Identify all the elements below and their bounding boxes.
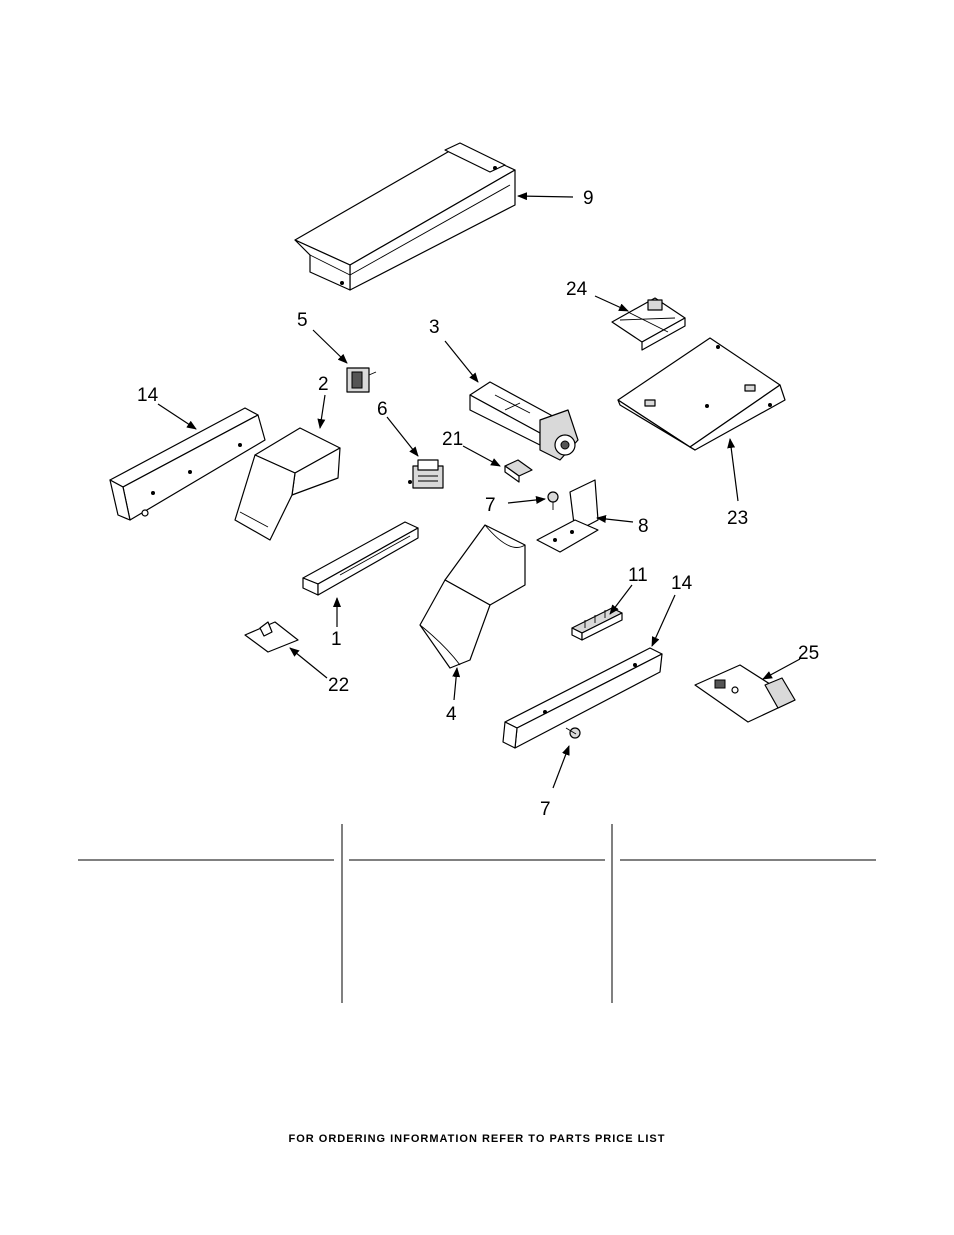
callout-21: 21 [442,429,463,450]
part-2-duct [234,427,341,541]
callout-5: 5 [297,310,308,331]
callout-1: 1 [331,629,342,650]
part-1-channel [302,521,419,596]
part-14-left-rail [109,407,266,521]
callout-9: 9 [583,188,594,209]
part-7-lower-screw [565,727,581,739]
callout-2: 2 [318,374,329,395]
leader-lines [157,192,801,789]
callout-3: 3 [429,317,440,338]
callout-6: 6 [377,399,388,420]
part-3-valve-assembly [469,381,579,461]
callout-7-lower: 7 [540,799,551,820]
callout-8: 8 [638,516,649,537]
callout-14-right: 14 [671,573,693,594]
part-9-top-cover [294,142,516,291]
callout-7-upper: 7 [485,495,496,516]
part-4-heat-shield [419,524,526,669]
parts-table-grid [78,824,876,1003]
part-8-bracket [536,479,599,553]
callout-4: 4 [446,704,457,725]
part-21-block [504,459,533,483]
part-6-transformer [408,459,444,489]
callout-11: 11 [628,565,648,586]
callout-labels: 9 24 5 3 14 2 6 21 7 8 23 11 14 25 1 22 … [137,188,819,820]
part-23-plate [617,337,786,451]
part-7-upper-screw [547,491,559,510]
callout-24: 24 [566,279,588,300]
part-14-right-rail [502,647,663,749]
part-5-switch [346,367,377,393]
callout-22: 22 [328,675,349,696]
callout-14-left: 14 [137,385,159,406]
callout-23: 23 [727,508,748,529]
footer-note: FOR ORDERING INFORMATION REFER TO PARTS … [288,1133,666,1145]
part-25-circuit-board [694,664,796,723]
part-11-terminal-block [571,607,623,641]
part-22-clip [244,621,299,653]
part-24-bracket [611,297,686,351]
callout-25: 25 [798,643,819,664]
